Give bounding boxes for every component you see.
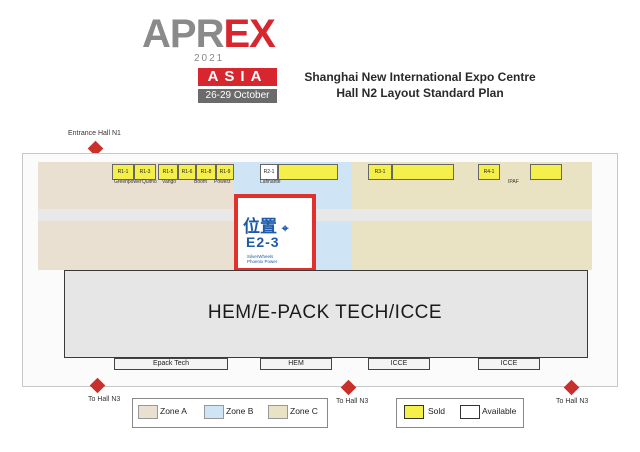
logo-asia-badge: ASIA [198,68,277,86]
booth-row[interactable] [278,164,338,180]
sold-label: Sold [428,406,446,416]
available-swatch [460,405,480,419]
booth-code: E2-3 [246,234,280,250]
booth[interactable]: R2-1 [260,164,278,180]
logo-text: APR [142,12,224,56]
logo-dates-badge: 26-29 October [198,89,277,103]
booth-row[interactable] [392,164,454,180]
main-area-label: HEM/E-PACK TECH/ICCE [207,302,443,323]
exhibitor-name: IPAF [508,179,519,185]
exhibitor-brand: SilverWheels Phoenix Power [247,254,278,264]
zone-a-swatch [138,405,158,419]
booth[interactable]: R1-6 [178,164,196,180]
exhibitor-name: Boom [194,179,208,185]
booth[interactable]: R1-9 [216,164,234,180]
zone-a-label: Zone A [160,406,187,416]
zone-c-swatch [268,405,288,419]
zone-b-label: Zone B [226,406,254,416]
highlighted-booth-box[interactable] [234,194,316,272]
title-line-2: Hall N2 Layout Standard Plan [336,86,504,100]
zone-legend [132,398,328,428]
zone-b-swatch [204,405,224,419]
main-exhibit-area [64,270,588,358]
entrance-label: Entrance Hall N1 [68,130,121,137]
exhibitor-name: Quimo [142,179,157,185]
exit-label: To Hall N3 [556,398,589,405]
page-title: Shanghai New International Expo Centre H… [295,69,545,101]
position-label: 位置 ⌖ [243,217,289,236]
booth[interactable]: R1-8 [196,164,216,180]
logo-x-text: EX [223,12,275,56]
title-line-1: Shanghai New International Expo Centre [304,70,536,84]
bottom-booth[interactable]: Epack Tech [114,358,228,370]
exhibitor-name: Vango [162,179,177,185]
logo-year: 2021 [194,53,225,64]
exhibitor-name: Powerz [214,179,231,185]
booth[interactable]: R1-1 [112,164,134,180]
bottom-booth[interactable]: HEM [260,358,332,370]
booth[interactable]: R4-1 [478,164,500,180]
zone-c-label: Zone C [290,406,318,416]
bottom-booth[interactable]: ICCE [478,358,540,370]
booth[interactable]: R1-3 [134,164,156,180]
bottom-booth[interactable]: ICCE [368,358,430,370]
booth[interactable]: R1-5 [158,164,178,180]
location-pin-icon: ⌖ [281,221,289,235]
booth-row[interactable] [530,164,562,180]
exhibitor-name: Greenpower [114,179,142,185]
booth[interactable]: R3-1 [368,164,392,180]
exhibitor-name: Lafinante [260,179,281,185]
exit-label: To Hall N3 [336,398,369,405]
sold-swatch [404,405,424,419]
apr-ex-logo: APREX [142,12,276,56]
exit-label: To Hall N3 [88,396,121,403]
available-label: Available [482,406,517,416]
